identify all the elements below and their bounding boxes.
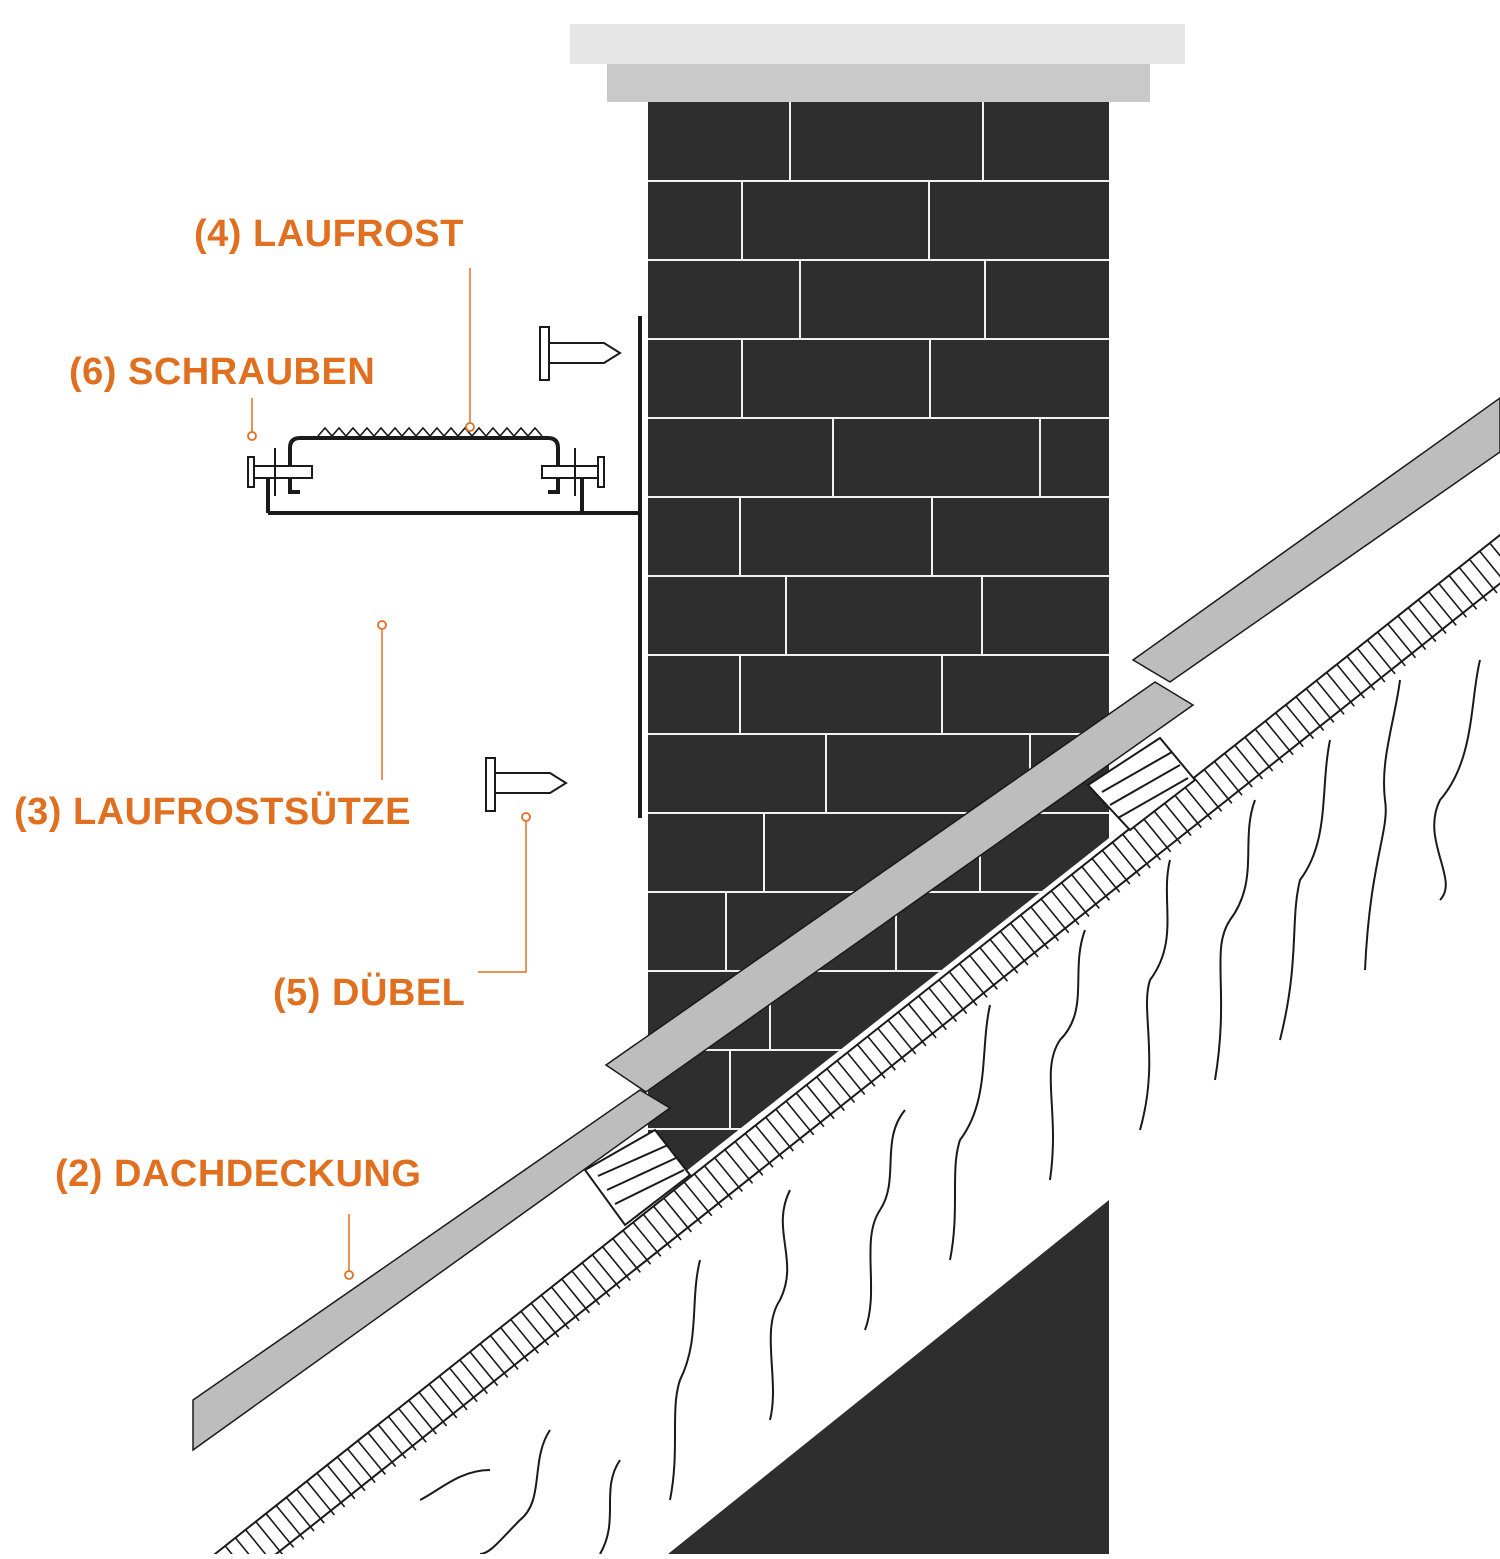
roofing-sheet-lower [192,1089,672,1452]
leader-lines [251,268,527,1272]
counter-batten-lower [583,1128,692,1227]
screw-icon [247,448,313,496]
roofing-sheet-upper [1131,397,1500,683]
dowel-icon [485,757,568,812]
chimney-cap-top [570,24,1185,64]
roofing-sheets [192,397,1500,1452]
dowel-icon [539,326,622,381]
chimney-lower-part [668,1200,1109,1554]
leader-dots [247,422,531,1280]
label-duebel: (5) DÜBEL [273,972,466,1014]
wood-grain [419,659,1481,1554]
walkway-grating [288,436,560,494]
label-schrauben: (6) SCHRAUBEN [69,351,376,393]
label-dachdeckung: (2) DACHDECKUNG [55,1153,422,1195]
counter-batten-upper [1086,736,1197,832]
grating-serration [317,426,543,438]
roofing-sheet-middle [604,681,1195,1093]
label-laufrostsuetze: (3) LAUFROSTSÜTZE [14,791,411,833]
label-laufrost: (4) LAUFROST [194,213,464,255]
chimney-cap-bottom [607,64,1150,102]
screw-icon [541,448,605,496]
